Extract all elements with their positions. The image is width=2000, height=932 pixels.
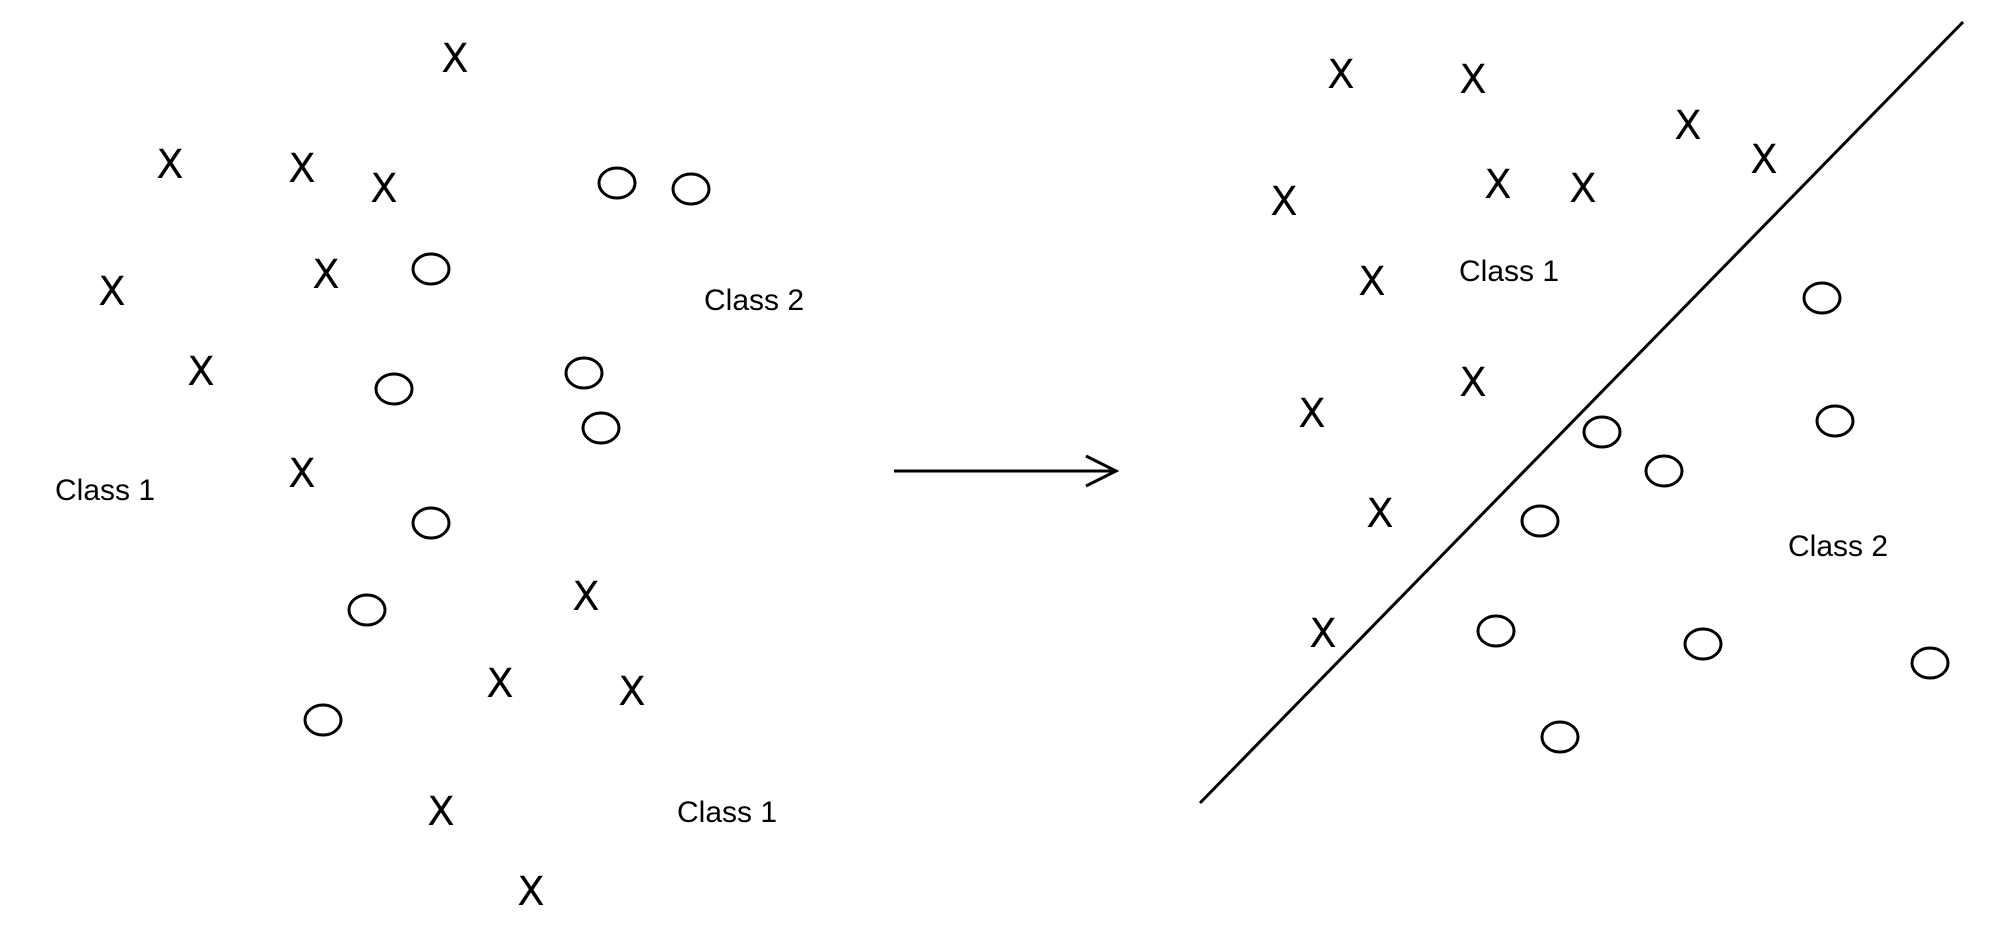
right-x-mark: X [1750,137,1777,183]
left-circle-mark [564,356,604,390]
left-x-mark: X [427,789,454,835]
left-circle-mark [374,372,414,406]
left-panel: X X X X X X X X X X X X X Class 2 Class … [55,36,804,915]
left-x-mark: X [187,349,214,395]
right-x-mark: X [1484,162,1511,208]
left-circle-mark [411,252,451,286]
left-x-mark: X [312,252,339,298]
left-circle-mark [671,172,711,206]
right-circle-mark [1910,646,1950,680]
left-x-mark: X [156,142,183,188]
right-circle-mark [1815,404,1855,438]
left-x-mark: X [288,146,315,192]
right-circle-mark [1683,627,1723,661]
left-circle-mark [581,411,621,445]
right-circle-mark [1476,614,1516,648]
right-x-mark: X [1366,491,1393,537]
right-circle-mark [1802,281,1842,315]
right-x-mark: X [1358,259,1385,305]
left-x-mark: X [517,869,544,915]
right-x-mark: X [1569,166,1596,212]
right-x-mark: X [1327,52,1354,98]
left-x-mark: X [618,669,645,715]
left-x-mark: X [288,451,315,497]
right-circle-mark [1644,454,1684,488]
left-x-mark: X [572,574,599,620]
left-x-mark: X [486,661,513,707]
left-x-mark: X [370,166,397,212]
right-label-class-2: Class 2 [1788,530,1888,563]
arrow-head [1085,454,1120,488]
right-x-mark: X [1459,360,1486,406]
right-label-class-1: Class 1 [1459,255,1559,288]
right-x-mark: X [1298,391,1325,437]
left-label-class-2: Class 2 [704,284,804,317]
left-x-mark: X [98,269,125,315]
decision-boundary-line [1198,20,1965,805]
right-panel: X X X X X X X X X X X X Class 1 Class 2 [1198,20,1965,805]
left-circle-mark [303,703,343,737]
left-circle-mark [597,166,637,200]
right-x-mark: X [1459,57,1486,103]
right-x-mark: X [1270,179,1297,225]
right-circle-mark [1540,720,1580,754]
right-x-mark: X [1674,103,1701,149]
right-circle-mark [1582,415,1622,449]
left-label-class-1: Class 1 [55,474,155,507]
left-x-mark: X [441,36,468,82]
right-circle-mark [1520,504,1560,538]
right-x-mark: X [1309,611,1336,657]
transform-arrow [894,454,1120,488]
left-circle-mark [347,593,387,627]
left-circle-mark [411,506,451,540]
left-label-class-1-bottom: Class 1 [677,796,777,829]
